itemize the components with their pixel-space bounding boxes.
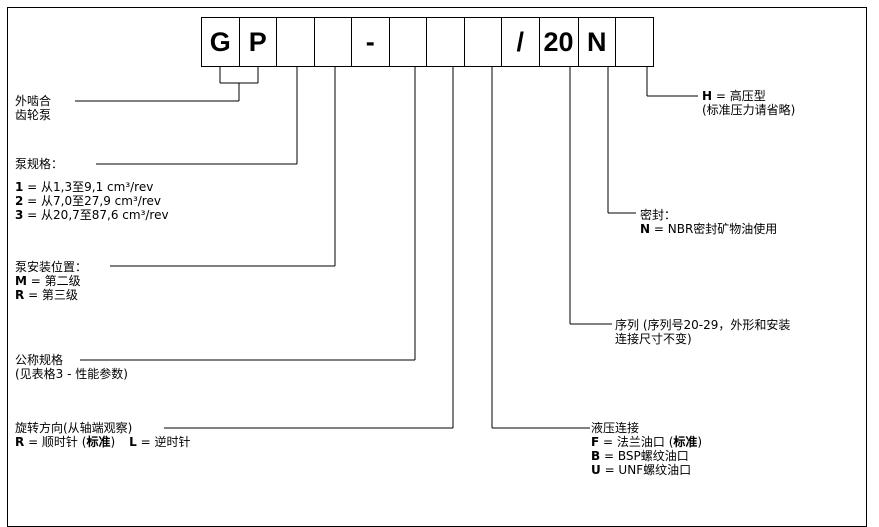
legend-rotation-title: 旋转方向(从轴端观察) [15, 421, 133, 435]
legend-mount-item-m: M = 第二级 [15, 274, 81, 288]
legend-series-line2: 连接尺寸不变) [615, 332, 692, 346]
leader-lines [75, 67, 698, 429]
legend-pressure-line2: (标准压力请省略) [702, 103, 796, 117]
legend-size: 泵规格： 1 = 从1,3至9,1 cm³/rev 2 = 从7,0至27,9 … [15, 157, 169, 222]
legend-mount-title: 泵安装位置： [15, 260, 88, 274]
legend-mount: 泵安装位置： M = 第二级 R = 第三级 [15, 260, 87, 302]
legend-port-item-b: B = BSP螺纹油口 [591, 449, 689, 463]
legend-size-item-1: 1 = 从1,3至9,1 cm³/rev [15, 180, 154, 194]
legend-port: 液压连接 F = 法兰油口 (标准) B = BSP螺纹油口 U = UNF螺纹… [591, 421, 702, 477]
legend-series: 序列 (序列号20-29，外形和安装 连接尺寸不变) [615, 318, 790, 346]
legend-port-title: 液压连接 [591, 421, 640, 435]
legend-pressure-item-h: H = 高压型 [702, 89, 766, 103]
code-box-pressure [615, 17, 654, 67]
legend-size-title: 泵规格： [15, 157, 64, 171]
code-box-series: 20 [538, 17, 579, 67]
legend-nominal: 公称规格 (见表格3 - 性能参数) [15, 353, 128, 381]
legend-gear-line2: 齿轮泵 [15, 108, 52, 122]
legend-seal-item-n: N = NBR密封矿物油使用 [640, 222, 778, 236]
legend-rotation: 旋转方向(从轴端观察) R = 顺时针 (标准)L = 逆时针 [15, 421, 190, 449]
ordering-code-row: G P - / 20 N [201, 17, 654, 67]
legend-seal: 密封： N = NBR密封矿物油使用 [640, 208, 777, 236]
legend-pressure: H = 高压型 (标准压力请省略) [702, 89, 795, 117]
legend-mount-item-r: R = 第三级 [15, 288, 78, 302]
legend-seal-title: 密封： [640, 208, 677, 222]
legend-size-item-2: 2 = 从7,0至27,9 cm³/rev [15, 194, 161, 208]
legend-series-line1: 序列 (序列号20-29，外形和安装 [615, 318, 791, 332]
legend-port-item-f: F = 法兰油口 (标准) [591, 435, 703, 449]
legend-nominal-line2: (见表格3 - 性能参数) [15, 367, 128, 381]
ordering-code-diagram: G P - / 20 N [7, 7, 867, 527]
legend-gear-line1: 外啮合 [15, 94, 52, 108]
legend-size-item-3: 3 = 从20,7至87,6 cm³/rev [15, 208, 169, 222]
legend-port-item-u: U = UNF螺纹油口 [591, 463, 692, 477]
legend-rotation-options: R = 顺时针 (标准)L = 逆时针 [15, 435, 191, 449]
legend-gear: 外啮合 齿轮泵 [15, 94, 51, 122]
legend-nominal-line1: 公称规格 [15, 353, 64, 367]
